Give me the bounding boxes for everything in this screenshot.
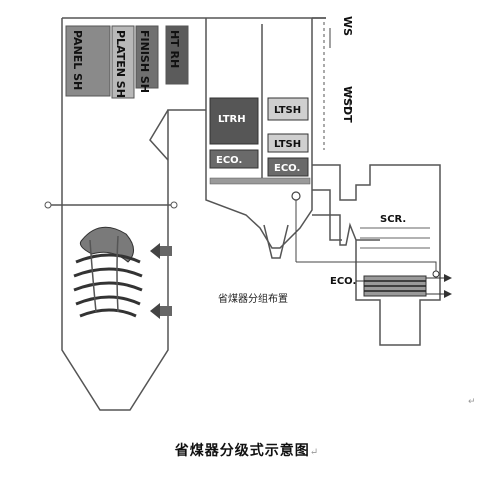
- ltsh-upper-label: LTSH: [274, 105, 301, 116]
- eco-left-block: [209, 149, 259, 169]
- ht-rh-block: [165, 25, 189, 85]
- heater-bottom-band: [209, 177, 311, 185]
- ltsh-lower-block: [267, 133, 309, 153]
- air-arrow-upper: [150, 243, 172, 259]
- eco-bottom-coils: [363, 275, 427, 297]
- finish-sh-block: [135, 25, 159, 89]
- backpass-outline: [205, 17, 326, 259]
- ltrh-label: LTRH: [218, 114, 246, 125]
- platen-sh-label: PLATEN SH: [114, 30, 127, 98]
- eco-bottom-label: ECO.: [330, 276, 356, 287]
- scr-label: SCR.: [380, 214, 406, 225]
- layout-note: 省煤器分组布置: [218, 292, 288, 305]
- panel-sh-label: PANEL SH: [71, 30, 84, 90]
- platen-sh-block: [111, 25, 135, 99]
- ht-rh-label: HT RH: [168, 30, 181, 68]
- panel-sh-block: [65, 25, 111, 97]
- para-mark: ↵: [468, 397, 476, 407]
- figure-caption: 省煤器分级式示意图↵: [0, 440, 494, 460]
- eco-right-label: ECO.: [274, 163, 300, 174]
- finish-sh-label: FINISH SH: [138, 30, 151, 93]
- caption-para-mark: ↵: [309, 447, 320, 458]
- ws-label: WS: [341, 16, 354, 36]
- ltsh-upper-block: [267, 97, 309, 121]
- flue-duct: [312, 164, 441, 346]
- wsdt-label: WSDT: [341, 86, 354, 123]
- furnace-outline: [61, 17, 326, 411]
- tie-bar-left-end: [44, 201, 52, 209]
- ltsh-lower-label: LTSH: [274, 139, 301, 150]
- caption-text: 省煤器分级式示意图: [174, 443, 310, 459]
- tie-bar-right-end: [170, 201, 178, 209]
- eco-left-label: ECO.: [216, 155, 242, 166]
- eco-feed-pipe: [296, 261, 437, 274]
- scr-block: [360, 227, 430, 249]
- air-arrow-lower: [150, 303, 172, 319]
- eco-inlet-arrows: [426, 270, 452, 298]
- eco-right-block: [267, 157, 309, 177]
- valve-icon: [291, 191, 301, 201]
- flame-swirl: [73, 226, 143, 318]
- ltrh-block: [209, 97, 259, 145]
